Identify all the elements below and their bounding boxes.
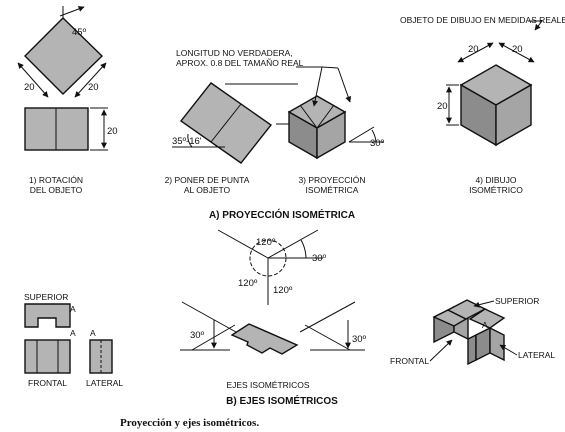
axis-upper-right	[267, 229, 319, 259]
view-side-label: LATERAL	[86, 378, 123, 388]
dim-right-label: 20	[88, 82, 99, 93]
isometric-u-shape: A SUPERIOR FRONTAL LATERAL	[390, 296, 555, 366]
angle-30-left-label: 30º	[190, 330, 205, 341]
view-side-mark: A	[90, 328, 96, 338]
step2-caption-line1: 2) PONER DE PUNTA	[165, 175, 250, 185]
panel-a-heading: A) PROYECCIÓN ISOMÉTRICA	[209, 208, 355, 221]
orthographic-views: SUPERIOR A A A FRONTAL LATERAL	[24, 292, 123, 388]
step3-caption-line1: 3) PROYECCIÓN	[298, 175, 365, 185]
cube-right-face	[316, 110, 346, 160]
dim-line-right	[498, 42, 535, 63]
cube-right-face	[495, 83, 532, 147]
dim-line-left	[457, 42, 494, 63]
angle-30-top-label: 30º	[312, 253, 327, 264]
u-right-side-face	[489, 326, 505, 362]
angle-arc	[300, 239, 307, 259]
angle-30-label: 30º	[370, 138, 385, 149]
top-view-shape	[24, 303, 71, 328]
axis-lower-right	[304, 324, 351, 351]
leader-arrow	[429, 339, 453, 362]
step3-caption-line2: ISOMÉTRICA	[306, 185, 359, 195]
tilted-object-divider	[210, 103, 242, 143]
angle-ray	[348, 126, 375, 143]
dim-line-left	[17, 62, 49, 98]
iso-mark: A	[482, 320, 488, 330]
dim-left-label: 20	[468, 44, 479, 55]
view-top-mark: A	[70, 304, 76, 314]
isometric-axes: 120º 120º 120º 30º 30º 30º EJES ISOMÉTRI…	[180, 229, 367, 390]
leader-arrow	[534, 20, 543, 31]
angle-arc	[187, 133, 193, 148]
step1-caption-line2: DEL OBJETO	[30, 185, 83, 195]
view-front-label: FRONTAL	[28, 378, 67, 388]
angle-30-right-label: 30º	[352, 334, 367, 345]
panel-b-heading: B) EJES ISOMÉTRICOS	[226, 394, 338, 407]
angle-45-label: 45º	[72, 27, 87, 38]
step4-caption-line2: ISOMÉTRICO	[469, 185, 523, 195]
isometric-shape-on-axes	[230, 323, 299, 355]
angle-arc	[371, 129, 377, 143]
note-line1: LONGITUD NO VERDADERA,	[176, 48, 293, 58]
axis-upper-left	[217, 229, 269, 259]
panel-a: 45º 20 20 20 1) ROTACIÓN DEL OBJETO 35º-…	[17, 6, 565, 221]
panel-b: SUPERIOR A A A FRONTAL LATERAL 120º 120º…	[24, 229, 555, 407]
dim-height-label: 20	[437, 101, 448, 112]
figure-caption: Proyección y ejes isométricos.	[120, 417, 259, 429]
angle-35-label: 35º-16'	[172, 136, 202, 147]
step4-drawing: OBJETO DE DIBUJO EN MEDIDAS REALES 20 20…	[400, 15, 565, 195]
dim-left-label: 20	[24, 82, 35, 93]
axis-lower-right-ray	[299, 301, 356, 333]
leader-arrow	[499, 344, 518, 356]
leader-arrow	[473, 300, 495, 308]
axes-caption: EJES ISOMÉTRICOS	[226, 380, 309, 390]
step4-caption-line1: 4) DIBUJO	[475, 175, 516, 185]
u-right-top-face	[468, 308, 506, 329]
view-top-label: SUPERIOR	[24, 292, 68, 302]
axis-lower-left-ray	[181, 301, 237, 333]
step1-caption-line1: 1) ROTACIÓN	[29, 175, 83, 185]
leader-arrow	[337, 67, 352, 103]
u-right-front-face	[475, 326, 491, 362]
step2-tilt: 35º-16' 2) PONER DE PUNTA AL OBJETO	[165, 82, 298, 195]
iso-side-label: LATERAL	[518, 350, 555, 360]
step2-caption-line2: AL OBJETO	[184, 185, 231, 195]
hidden-edge	[316, 104, 335, 129]
dim-right-label: 20	[512, 44, 523, 55]
front-view-rect	[24, 339, 71, 374]
step3-projection: LONGITUD NO VERDADERA, APROX. 0.8 DEL TA…	[176, 48, 385, 195]
angle-right-label: 120º	[273, 285, 293, 296]
angle-top-label: 120º	[256, 237, 276, 248]
dim-line-right	[74, 62, 107, 98]
real-size-note: OBJETO DE DIBUJO EN MEDIDAS REALES	[400, 15, 565, 25]
iso-front-label: FRONTAL	[390, 356, 429, 366]
angle-arrow	[59, 6, 85, 17]
iso-top-label: SUPERIOR	[495, 296, 539, 306]
u-notch-face	[467, 333, 477, 366]
hidden-edge	[299, 104, 318, 129]
leader-line	[321, 66, 339, 69]
step1-rotation: 45º 20 20 20 1) ROTACIÓN DEL OBJETO	[17, 6, 118, 195]
leader-arrow	[312, 66, 323, 107]
view-front-mark: A	[70, 328, 76, 338]
angle-left-label: 120º	[238, 278, 258, 289]
dim-height-label: 20	[107, 126, 118, 137]
note-line2: APROX. 0.8 DEL TAMAÑO REAL	[176, 58, 304, 68]
